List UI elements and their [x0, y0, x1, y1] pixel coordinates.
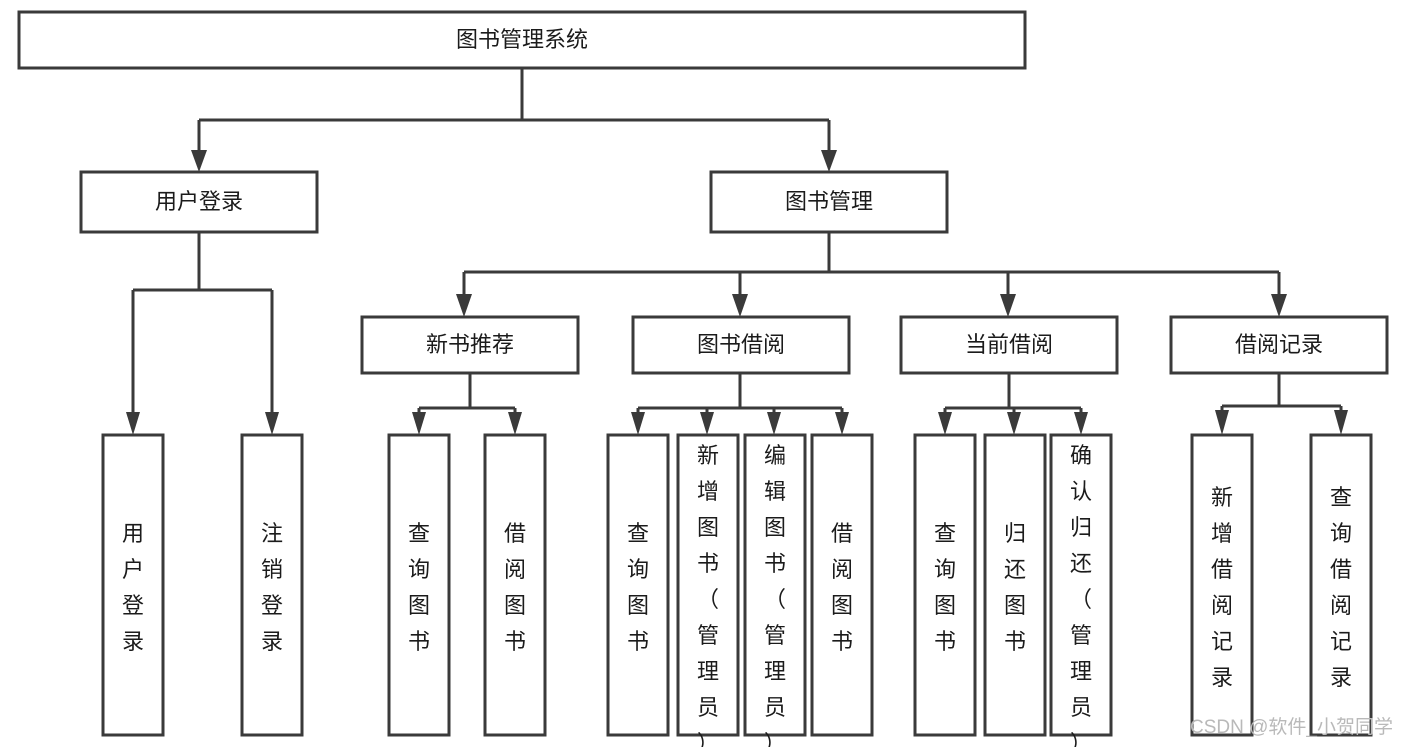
arrowhead-user-login — [191, 150, 207, 172]
node-leaf-query-book-1[interactable]: 查询图书 — [387, 433, 451, 737]
arrowhead-leaf-user-login — [126, 412, 140, 435]
leaf-borrow-book-1-box[interactable] — [483, 433, 547, 737]
leaf-confirm-return-label: 确认归还（管理员） — [1070, 443, 1092, 747]
current-borrow-box[interactable] — [899, 315, 1119, 375]
arrowhead-leaf-logout — [265, 412, 279, 435]
arrowhead-book-borrow — [732, 294, 748, 317]
arrowhead-book-manage — [821, 150, 837, 172]
book-manage-label: 图书管理 — [785, 189, 873, 214]
node-leaf-edit-book[interactable]: 编辑图书（管理员） — [743, 433, 807, 747]
root-label: 图书管理系统 — [456, 27, 588, 52]
node-leaf-borrow-book-1[interactable]: 借阅图书 — [483, 433, 547, 737]
leaf-logout-box[interactable] — [240, 433, 304, 737]
leaf-query-book-3-label: 查询图书 — [934, 521, 956, 654]
leaf-return-book-box[interactable] — [983, 433, 1047, 737]
leaf-edit-book-box[interactable] — [743, 433, 807, 737]
leaf-user-login-label: 用户登录 — [122, 521, 144, 654]
node-user-login[interactable]: 用户登录 — [79, 170, 319, 234]
leaf-borrow-book-2-box[interactable] — [810, 433, 874, 737]
new-book-rec-box[interactable] — [360, 315, 580, 375]
arrowhead-leaf-edit-book — [767, 412, 781, 435]
leaf-confirm-return-box[interactable] — [1049, 433, 1113, 737]
node-leaf-query-record[interactable]: 查询借阅记录 — [1309, 433, 1373, 737]
leaf-borrow-book-1-label: 借阅图书 — [504, 521, 526, 654]
node-leaf-query-book-2[interactable]: 查询图书 — [606, 433, 670, 737]
arrowhead-leaf-borrow-book-1 — [508, 412, 522, 435]
arrowhead-borrow-record — [1271, 294, 1287, 317]
node-root[interactable]: 图书管理系统 — [17, 10, 1027, 70]
node-current-borrow[interactable]: 当前借阅 — [899, 315, 1119, 375]
book-manage-box[interactable] — [709, 170, 949, 234]
node-leaf-query-book-3[interactable]: 查询图书 — [913, 433, 977, 737]
borrow-record-box[interactable] — [1169, 315, 1389, 375]
new-book-rec-label: 新书推荐 — [426, 332, 514, 357]
leaf-add-record-box[interactable] — [1190, 433, 1254, 737]
leaf-query-book-2-box[interactable] — [606, 433, 670, 737]
user-login-box[interactable] — [79, 170, 319, 234]
borrow-record-label: 借阅记录 — [1235, 332, 1323, 357]
leaf-query-book-3-box[interactable] — [913, 433, 977, 737]
arrowhead-current-borrow — [1000, 294, 1016, 317]
arrowhead-leaf-borrow-book-2 — [835, 412, 849, 435]
leaf-borrow-book-2-label: 借阅图书 — [831, 521, 853, 654]
arrowhead-leaf-confirm-return — [1074, 412, 1088, 435]
user-login-label: 用户登录 — [155, 189, 243, 214]
node-leaf-confirm-return[interactable]: 确认归还（管理员） — [1049, 433, 1113, 747]
arrowhead-leaf-return-book — [1007, 412, 1021, 435]
leaf-query-book-1-box[interactable] — [387, 433, 451, 737]
book-borrow-label: 图书借阅 — [697, 332, 785, 357]
leaf-query-record-label: 查询借阅记录 — [1330, 485, 1352, 690]
leaf-add-record-label: 新增借阅记录 — [1211, 485, 1233, 690]
current-borrow-label: 当前借阅 — [965, 332, 1053, 357]
leaf-user-login-box[interactable] — [101, 433, 165, 737]
leaf-add-book-box[interactable] — [676, 433, 740, 737]
node-leaf-add-record[interactable]: 新增借阅记录 — [1190, 433, 1254, 737]
leaf-node-layer: 用户登录 注销登录 查询图书 借阅图书 查询图书 新增图书（管理员） 编辑图书（管理员） 借阅… — [101, 433, 1373, 747]
leaf-query-book-1-label: 查询图书 — [408, 521, 430, 654]
arrowhead-leaf-query-book-3 — [938, 412, 952, 435]
node-book-borrow[interactable]: 图书借阅 — [631, 315, 851, 375]
leaf-edit-book-label: 编辑图书（管理员） — [764, 443, 786, 747]
node-borrow-record[interactable]: 借阅记录 — [1169, 315, 1389, 375]
leaf-query-record-box[interactable] — [1309, 433, 1373, 737]
leaf-return-book-label: 归还图书 — [1004, 521, 1026, 654]
leaf-query-book-2-label: 查询图书 — [627, 521, 649, 654]
arrowhead-leaf-query-record — [1334, 410, 1348, 435]
csdn-watermark: CSDN @软件_小贺同学 — [1190, 716, 1393, 738]
root-box[interactable] — [17, 10, 1027, 70]
node-leaf-return-book[interactable]: 归还图书 — [983, 433, 1047, 737]
arrowhead-leaf-add-book — [700, 412, 714, 435]
node-leaf-add-book[interactable]: 新增图书（管理员） — [676, 433, 740, 747]
node-leaf-borrow-book-2[interactable]: 借阅图书 — [810, 433, 874, 737]
leaf-logout-label: 注销登录 — [261, 521, 283, 654]
connector-layer — [126, 68, 1348, 435]
node-book-manage[interactable]: 图书管理 — [709, 170, 949, 234]
arrowhead-leaf-query-book-1 — [412, 412, 426, 435]
leaf-add-book-label: 新增图书（管理员） — [697, 443, 719, 747]
arrowhead-new-book-rec — [456, 294, 472, 317]
node-new-book-rec[interactable]: 新书推荐 — [360, 315, 580, 375]
book-borrow-box[interactable] — [631, 315, 851, 375]
node-leaf-logout[interactable]: 注销登录 — [240, 433, 304, 737]
arrowhead-leaf-add-record — [1215, 410, 1229, 435]
arrowhead-leaf-query-book-2 — [631, 412, 645, 435]
node-leaf-user-login[interactable]: 用户登录 — [101, 433, 165, 737]
